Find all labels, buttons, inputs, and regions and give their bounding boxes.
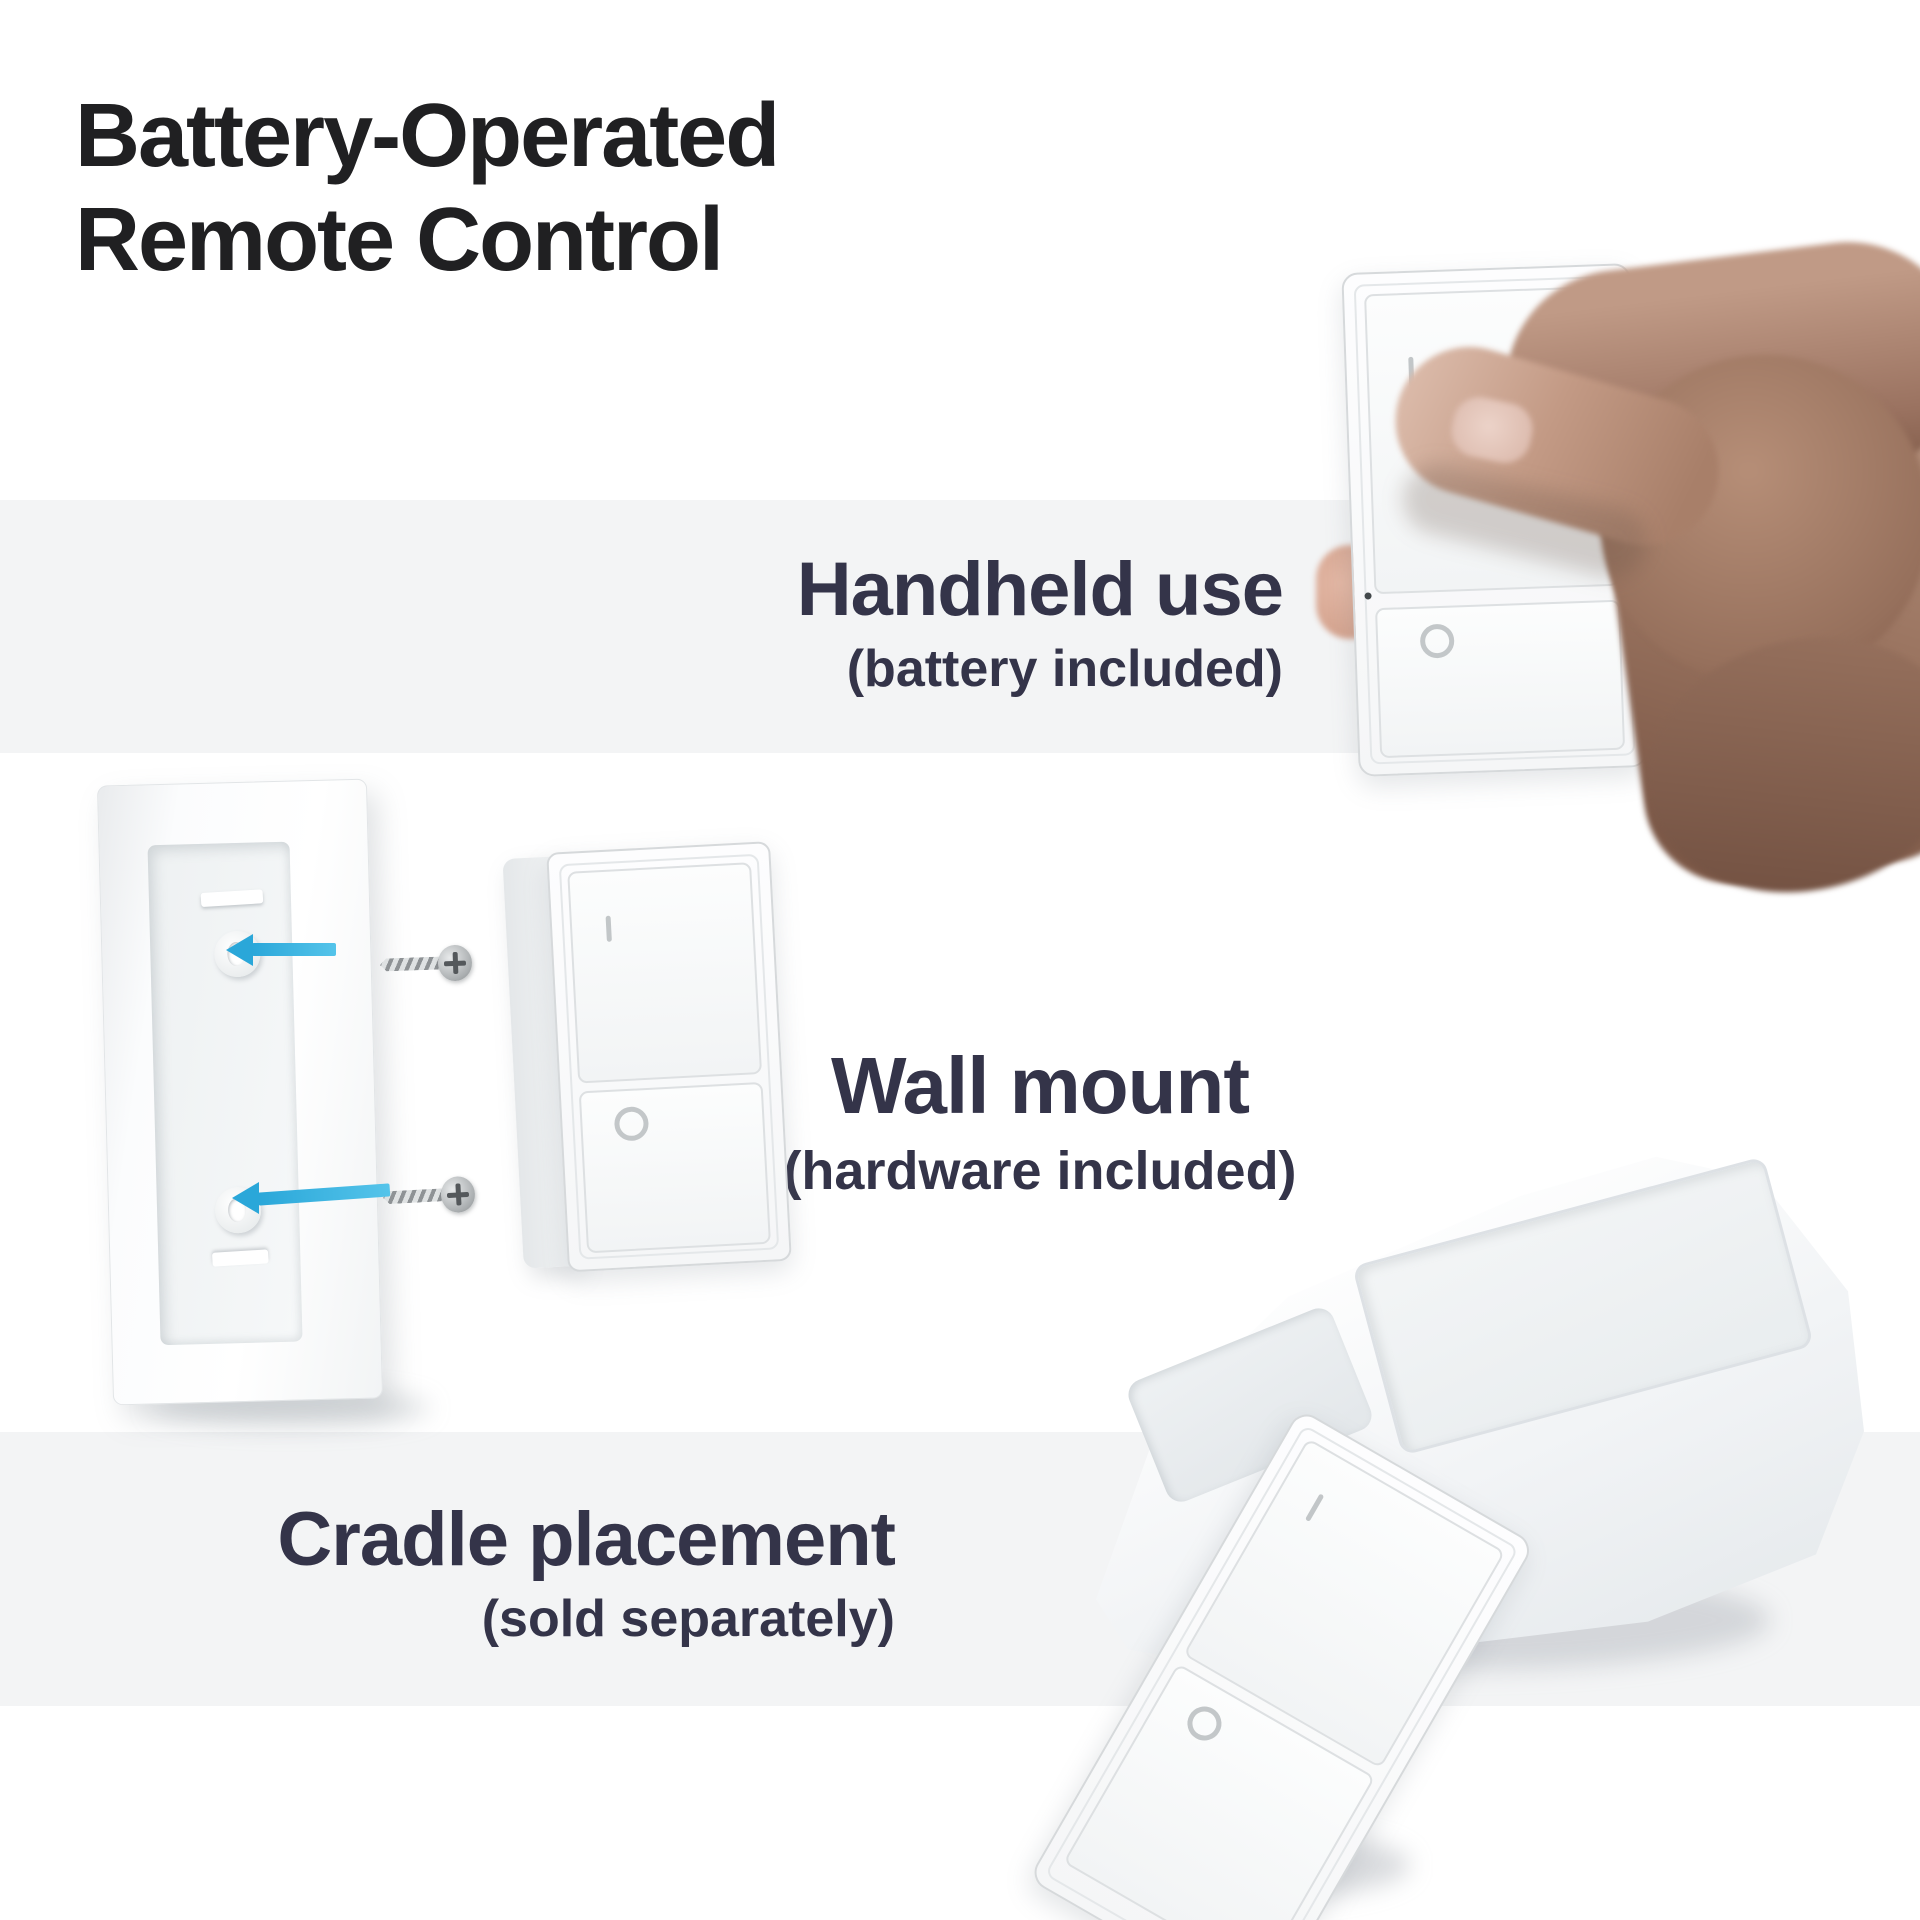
phillips-cross-icon bbox=[452, 951, 459, 975]
wall-mount-heading: Wall mount bbox=[830, 1041, 1250, 1130]
mounting-screw-top bbox=[379, 942, 473, 985]
handheld-heading: Handheld use bbox=[796, 547, 1284, 632]
screw-head bbox=[437, 944, 473, 982]
cradle-heading: Cradle placement bbox=[277, 1497, 896, 1582]
screw-shaft bbox=[380, 956, 444, 971]
remote-off-button bbox=[578, 1081, 771, 1254]
wall-mount-caption: Wall mount (hardware included) bbox=[735, 1040, 1345, 1202]
wall-mount-subheading: (hardware included) bbox=[783, 1141, 1297, 1201]
arrow-top-icon bbox=[226, 934, 253, 966]
phillips-cross-icon bbox=[455, 1183, 462, 1206]
arrow-bottom-icon bbox=[232, 1182, 259, 1214]
off-mark-icon bbox=[613, 1105, 650, 1142]
plate-recess bbox=[147, 841, 303, 1346]
page-title-line1: Battery-Operated bbox=[75, 86, 780, 186]
cradle-subheading: (sold separately) bbox=[481, 1590, 895, 1648]
wall-remote-front bbox=[546, 841, 792, 1273]
remote-off-button bbox=[1375, 599, 1626, 759]
handheld-subheading: (battery included) bbox=[846, 640, 1283, 698]
wall-remote bbox=[502, 841, 792, 1273]
page-title: Battery-Operated Remote Control bbox=[75, 84, 780, 293]
on-mark-icon bbox=[605, 915, 612, 942]
screw-shaft bbox=[383, 1188, 448, 1204]
mounting-screw-bottom bbox=[382, 1174, 476, 1219]
off-mark-icon bbox=[1181, 1700, 1228, 1747]
wall-plate bbox=[96, 778, 384, 1406]
arrow-top-tail bbox=[252, 943, 336, 956]
cradle-caption: Cradle placement (sold separately) bbox=[277, 1496, 896, 1649]
off-mark-icon bbox=[1419, 623, 1455, 659]
handheld-caption: Handheld use (battery included) bbox=[796, 546, 1284, 699]
remote-on-button bbox=[567, 862, 763, 1084]
screw-head bbox=[440, 1175, 476, 1214]
on-mark-icon bbox=[1304, 1493, 1325, 1522]
page-title-line2: Remote Control bbox=[75, 190, 724, 291]
